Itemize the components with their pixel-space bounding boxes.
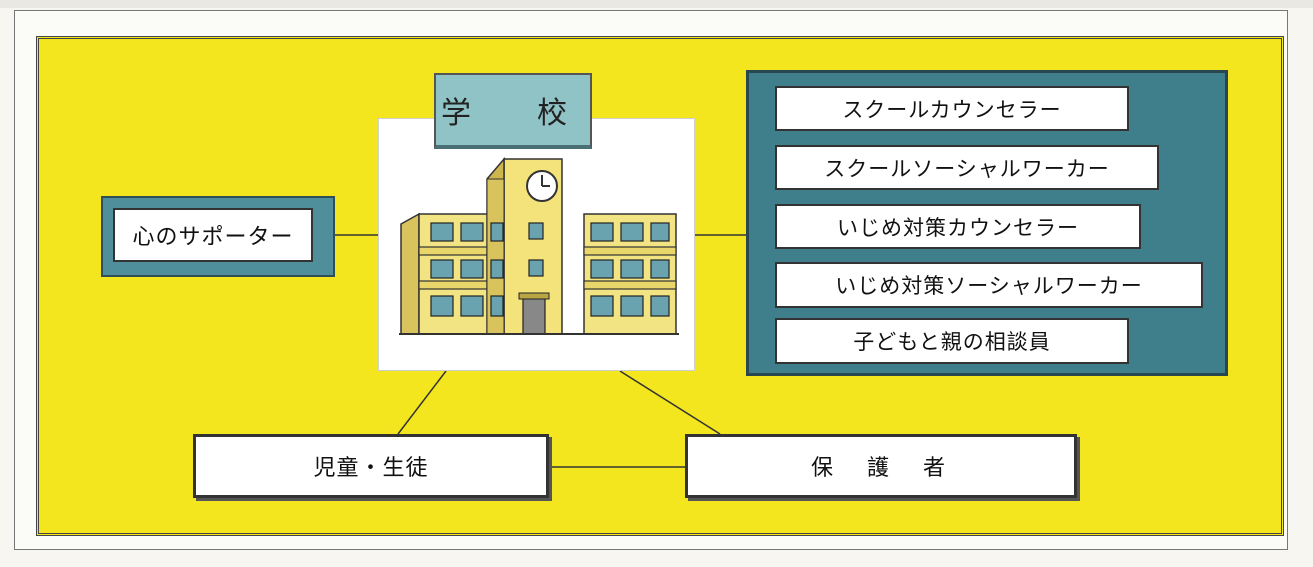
staff-child-parent-advisor: 子どもと親の相談員: [775, 318, 1129, 364]
page-edge: [0, 0, 1313, 8]
staff-school-counselor: スクールカウンセラー: [775, 86, 1129, 131]
guardians-label: 保 護 者: [685, 434, 1077, 498]
supporter-label: 心のサポーター: [113, 208, 313, 262]
students-label: 児童・生徒: [193, 434, 549, 498]
school-building: [378, 118, 695, 371]
staff-school-social-worker: スクールソーシャルワーカー: [775, 145, 1159, 190]
staff-bullying-counselor: いじめ対策カウンセラー: [775, 204, 1141, 249]
school-title: 学 校: [434, 73, 592, 149]
staff-bullying-social-worker: いじめ対策ソーシャルワーカー: [775, 262, 1203, 308]
school-building-icon: [399, 156, 679, 335]
